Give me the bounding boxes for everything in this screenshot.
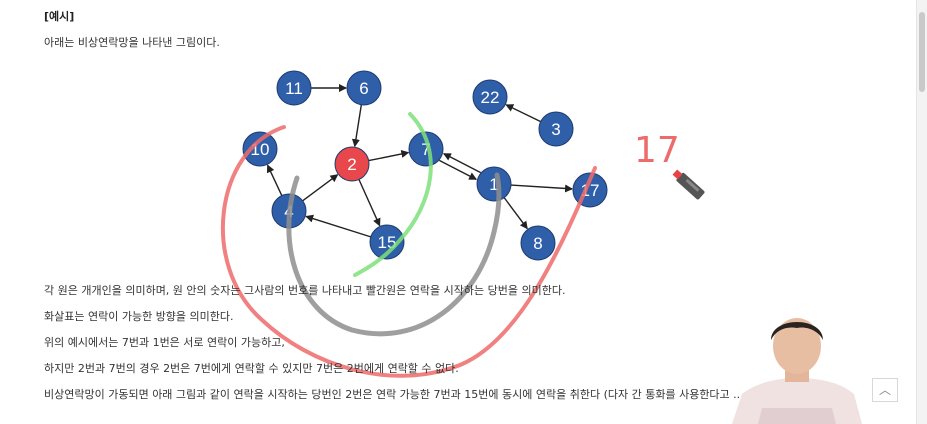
paragraph-3: 위의 예시에서는 7번과 1번은 서로 연락이 가능하고, [44, 336, 285, 349]
node-6: 6 [346, 70, 382, 106]
paragraph-2: 화살표는 연락이 가능한 방향을 의미한다. [44, 310, 234, 323]
node-label: 3 [551, 120, 560, 139]
node-label: 6 [359, 79, 368, 98]
vertical-scrollbar[interactable] [916, 0, 927, 424]
gray-annotation-stroke [286, 172, 502, 337]
node-circle [408, 131, 444, 167]
node-circle [520, 225, 556, 261]
node-11: 11 [276, 70, 312, 106]
node-label: 10 [251, 140, 270, 159]
paragraph-4: 하지만 2번과 7번의 경우 2번은 7번에게 연락할 수 있지만 7번은 2번… [44, 362, 459, 375]
edge-2-to-15 [358, 179, 381, 227]
edge-15-to-4 [305, 214, 372, 238]
green-annotation-stroke [353, 112, 433, 277]
edge-4-to-10 [266, 164, 283, 196]
edge-3-to-22 [505, 104, 542, 123]
node-label: 7 [421, 140, 430, 159]
node-7: 7 [408, 131, 444, 167]
node-label: 1 [489, 175, 498, 194]
example-heading: [예시] [44, 10, 75, 23]
pen-annotations: 17 [220, 112, 705, 378]
edge-1-to-7 [442, 153, 482, 174]
chevron-up-icon: ︿ [878, 383, 891, 397]
intro-text: 아래는 비상연락망을 나타낸 그림이다. [44, 36, 220, 49]
node-circle [472, 79, 508, 115]
paragraph-5: 비상연락망이 가동되면 아래 그림과 같이 연락을 시작하는 당번인 2번은 연… [44, 388, 744, 401]
node-label: 22 [481, 88, 500, 107]
node-2: 2 [334, 146, 370, 182]
node-8: 8 [520, 225, 556, 261]
handwritten-annotation: 17 [634, 130, 680, 171]
edge-2-to-7 [368, 150, 410, 162]
node-label: 2 [347, 155, 356, 174]
node-circle [369, 224, 405, 260]
edge-6-to-2 [351, 104, 363, 148]
node-1: 1 [476, 166, 512, 202]
node-circle [538, 111, 574, 147]
red-annotation-stroke [220, 125, 597, 378]
node-circle [476, 166, 512, 202]
presenter-video-overlay [732, 318, 862, 424]
node-3: 3 [538, 111, 574, 147]
node-label: 8 [533, 234, 542, 253]
edge-1-to-17 [510, 184, 574, 193]
edge-1-to-8 [503, 197, 528, 230]
node-circle [276, 70, 312, 106]
node-circle [334, 146, 370, 182]
node-label: 11 [285, 79, 303, 98]
node-22: 22 [472, 79, 508, 115]
scrollbar-thumb[interactable] [919, 12, 925, 92]
edge-7-to-1 [438, 159, 478, 180]
marker-pen-icon [672, 169, 705, 200]
node-circle [242, 131, 278, 167]
scroll-to-top-button[interactable]: ︿ [872, 378, 898, 402]
paragraph-1: 각 원은 개개인을 의미하며, 원 안의 숫자는 그사람의 번호를 나타내고 빨… [44, 284, 566, 297]
node-circle [346, 70, 382, 106]
edges-layer [266, 84, 574, 238]
edge-4-to-2 [302, 174, 339, 202]
